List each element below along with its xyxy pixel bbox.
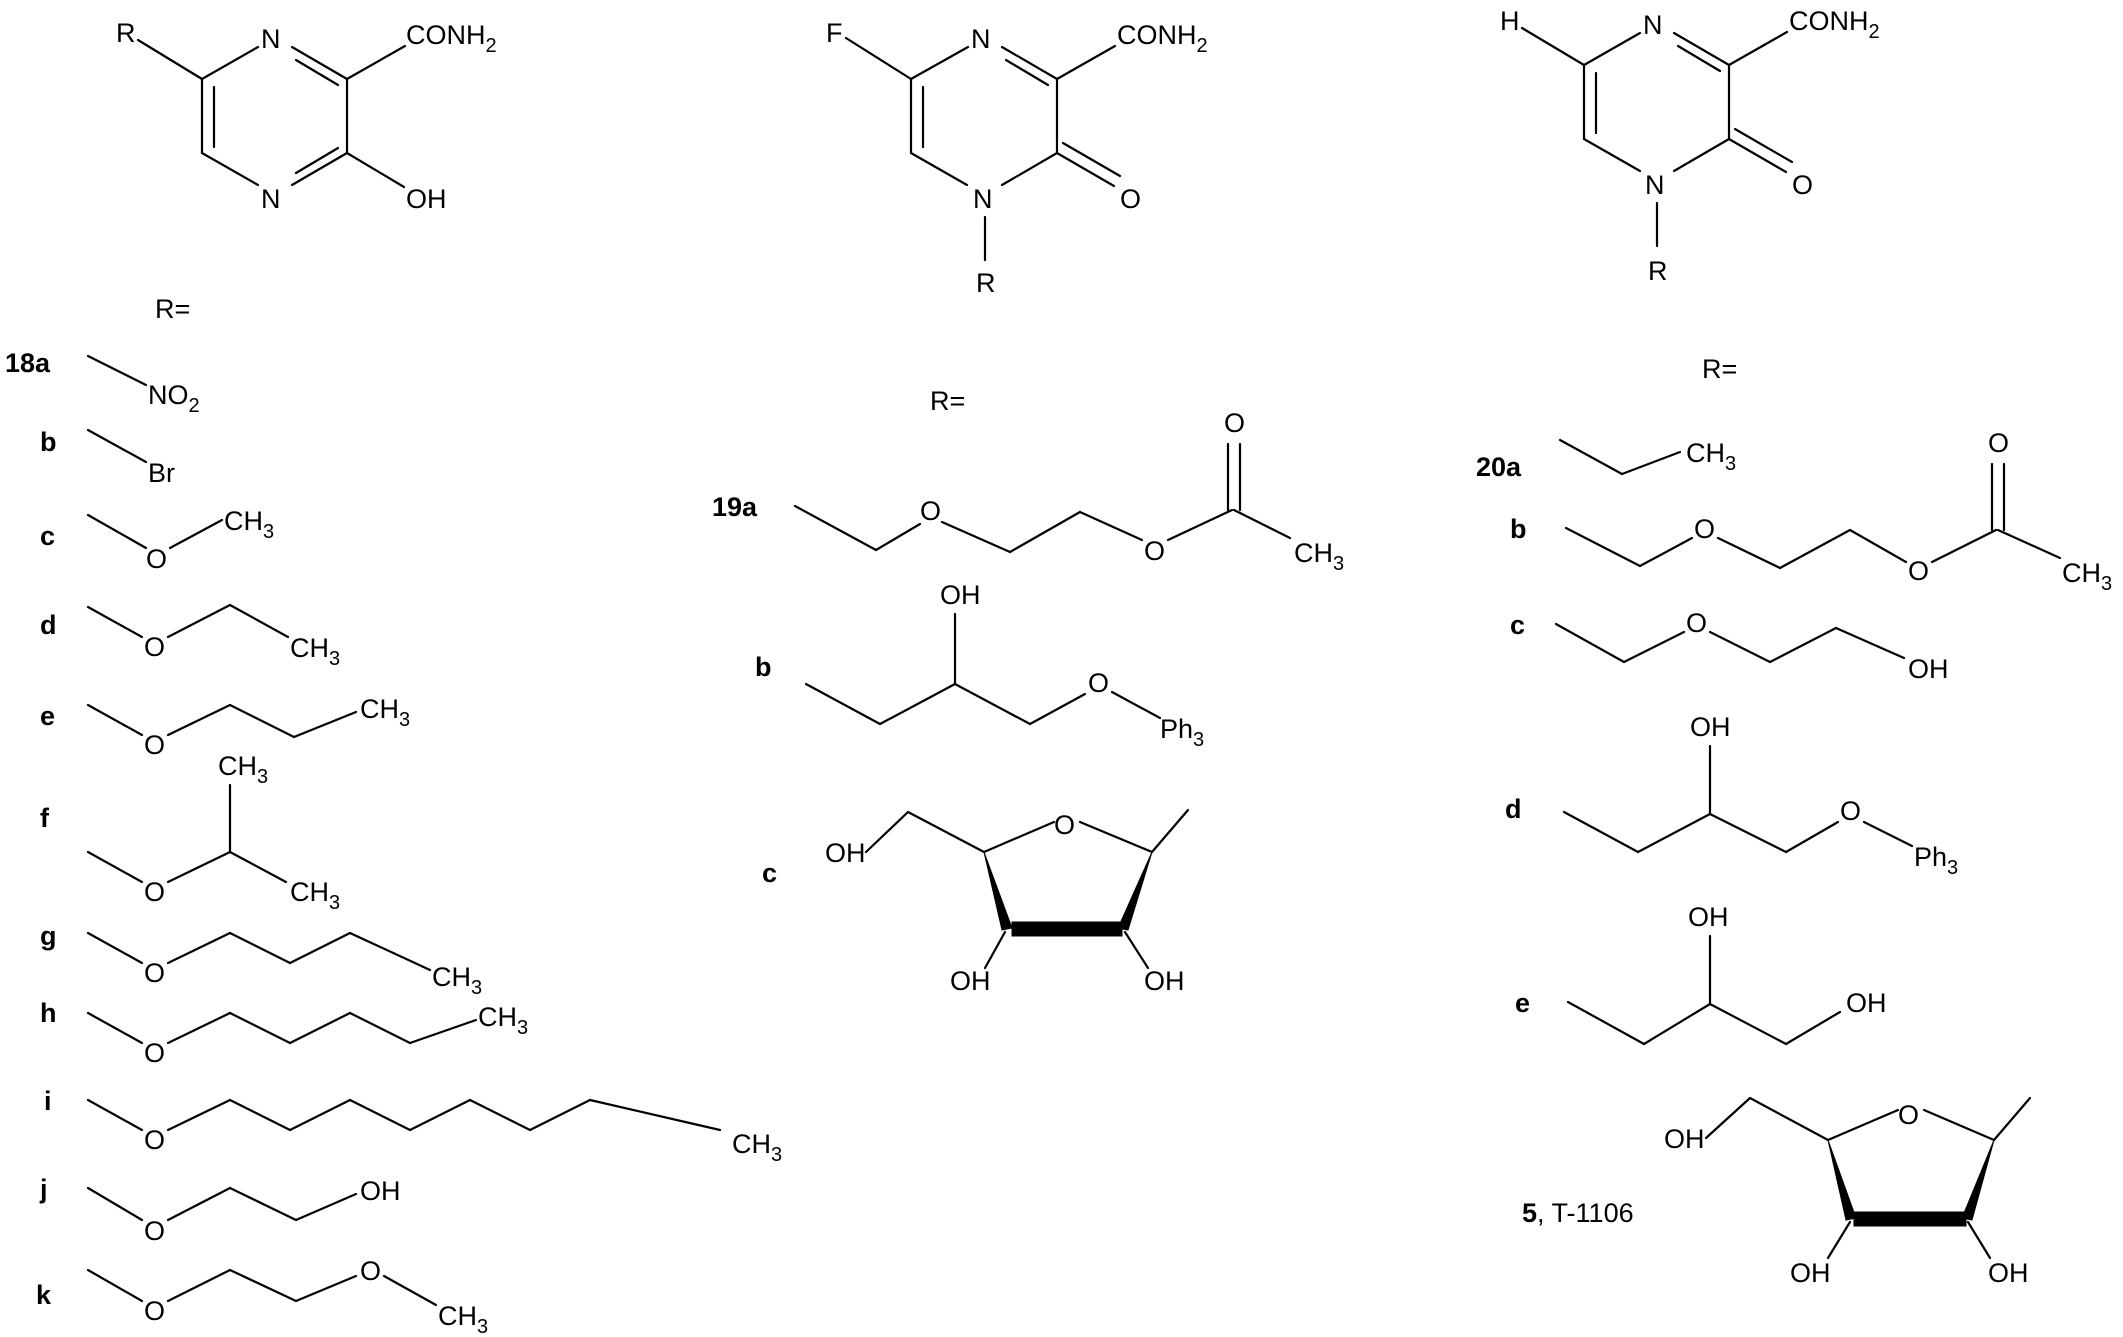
svg-text:O: O [920,496,941,526]
r-equals-18: R= [155,294,190,324]
label-18g: g [40,921,57,951]
label-18i: i [44,1086,52,1116]
atom-n-bottom: N [261,184,281,214]
atom-n-top: N [261,24,281,54]
atom-h: H [1500,6,1520,36]
atom-r: R [1648,256,1668,286]
svg-text:CH3: CH3 [432,962,482,999]
svg-text:OH: OH [950,966,991,996]
svg-text:CONH2: CONH2 [1117,20,1208,57]
r-equals-19: R= [930,386,965,416]
svg-text:CH3: CH3 [1686,438,1736,475]
svg-text:O: O [1054,810,1075,840]
compound-5: 5, T-1106 OH O OH OH [1522,1096,2032,1288]
svg-text:O: O [144,1296,165,1326]
label-18k: k [36,1280,52,1310]
svg-text:O: O [1224,408,1245,438]
label-18c: c [40,521,55,551]
svg-text:CH3: CH3 [1294,538,1344,575]
svg-text:CH3: CH3 [290,633,340,670]
atom-n-top: N [1643,10,1663,40]
atom-o-carbonyl: O [1120,184,1141,214]
atom-r: R [116,18,136,48]
svg-text:O: O [1694,514,1715,544]
svg-text:O: O [1144,536,1165,566]
series-19: 19a O O O CH3 b OH O Ph3 c OH O OH OH [712,408,1344,996]
svg-text:O: O [146,544,167,574]
structure-20-core: H N CONH2 N O R [1500,6,1880,286]
label-18b: b [40,427,57,457]
svg-text:O: O [144,877,165,907]
svg-text:CH3: CH3 [478,1002,528,1039]
svg-text:5, T-1106: 5, T-1106 [1522,1198,1634,1228]
label-18e: e [40,701,55,731]
svg-text:OH: OH [1664,1124,1705,1154]
svg-text:OH: OH [825,838,866,868]
atom-f: F [826,18,843,48]
atom-n-ring: N [973,184,993,214]
svg-text:OH: OH [360,1176,401,1206]
svg-text:O: O [144,1125,165,1155]
svg-text:OH: OH [1690,712,1731,742]
label-18d: d [40,610,57,640]
svg-text:CH3: CH3 [218,751,268,788]
svg-text:CONH2: CONH2 [406,20,497,57]
svg-text:CONH2: CONH2 [1789,6,1880,43]
svg-text:O: O [1840,796,1861,826]
label-19b: b [755,652,772,682]
label-18j: j [39,1174,48,1204]
atom-oh: OH [406,184,447,214]
svg-text:CH3: CH3 [438,1301,488,1337]
atom-n-top: N [971,24,991,54]
svg-text:OH: OH [1144,966,1185,996]
r-equals-20: R= [1702,354,1737,384]
svg-text:CH3: CH3 [2062,558,2112,595]
svg-text:O: O [360,1256,381,1286]
svg-text:CH3: CH3 [360,694,410,731]
svg-text:CH3: CH3 [224,506,274,543]
svg-text:OH: OH [940,580,981,610]
label-18h: h [40,998,57,1028]
svg-text:O: O [1908,556,1929,586]
label-20a: 20a [1476,452,1522,482]
svg-text:OH: OH [1846,988,1887,1018]
svg-text:OH: OH [1688,902,1729,932]
svg-text:O: O [1898,1100,1919,1130]
structure-18-core: R N CONH2 N OH [116,18,497,214]
svg-text:O: O [144,730,165,760]
svg-text:OH: OH [1790,1258,1831,1288]
label-20e: e [1515,988,1530,1018]
svg-text:O: O [144,1038,165,1068]
svg-text:NO2: NO2 [148,380,200,417]
svg-text:OH: OH [1908,654,1949,684]
svg-text:O: O [144,632,165,662]
atom-n-ring: N [1645,170,1665,200]
svg-text:O: O [144,958,165,988]
label-20b: b [1510,514,1527,544]
svg-text:O: O [1988,428,2009,458]
svg-text:Ph3: Ph3 [1914,842,1958,879]
svg-text:O: O [1686,608,1707,638]
atom-o-carbonyl: O [1792,170,1813,200]
series-18: 18a NO2 b Br c O CH3 d O CH3 e O CH3 f C… [5,348,782,1337]
svg-text:O: O [1088,668,1109,698]
svg-text:O: O [144,1216,165,1246]
label-19c: c [762,858,777,888]
atom-r: R [976,268,996,298]
series-20: 20a CH3 b O O O CH3 c O OH d OH O Ph3 e … [1476,428,2112,1046]
svg-text:OH: OH [1988,1258,2029,1288]
label-19a: 19a [712,492,758,522]
label-20d: d [1505,794,1522,824]
label-18f: f [40,803,50,833]
label-18a: 18a [5,348,51,378]
svg-text:CH3: CH3 [290,877,340,914]
svg-text:Ph3: Ph3 [1160,714,1204,751]
label-20c: c [1510,610,1525,640]
svg-text:CH3: CH3 [732,1129,782,1166]
svg-text:Br: Br [148,458,175,488]
structure-19-core: F N CONH2 N O R [826,18,1208,298]
